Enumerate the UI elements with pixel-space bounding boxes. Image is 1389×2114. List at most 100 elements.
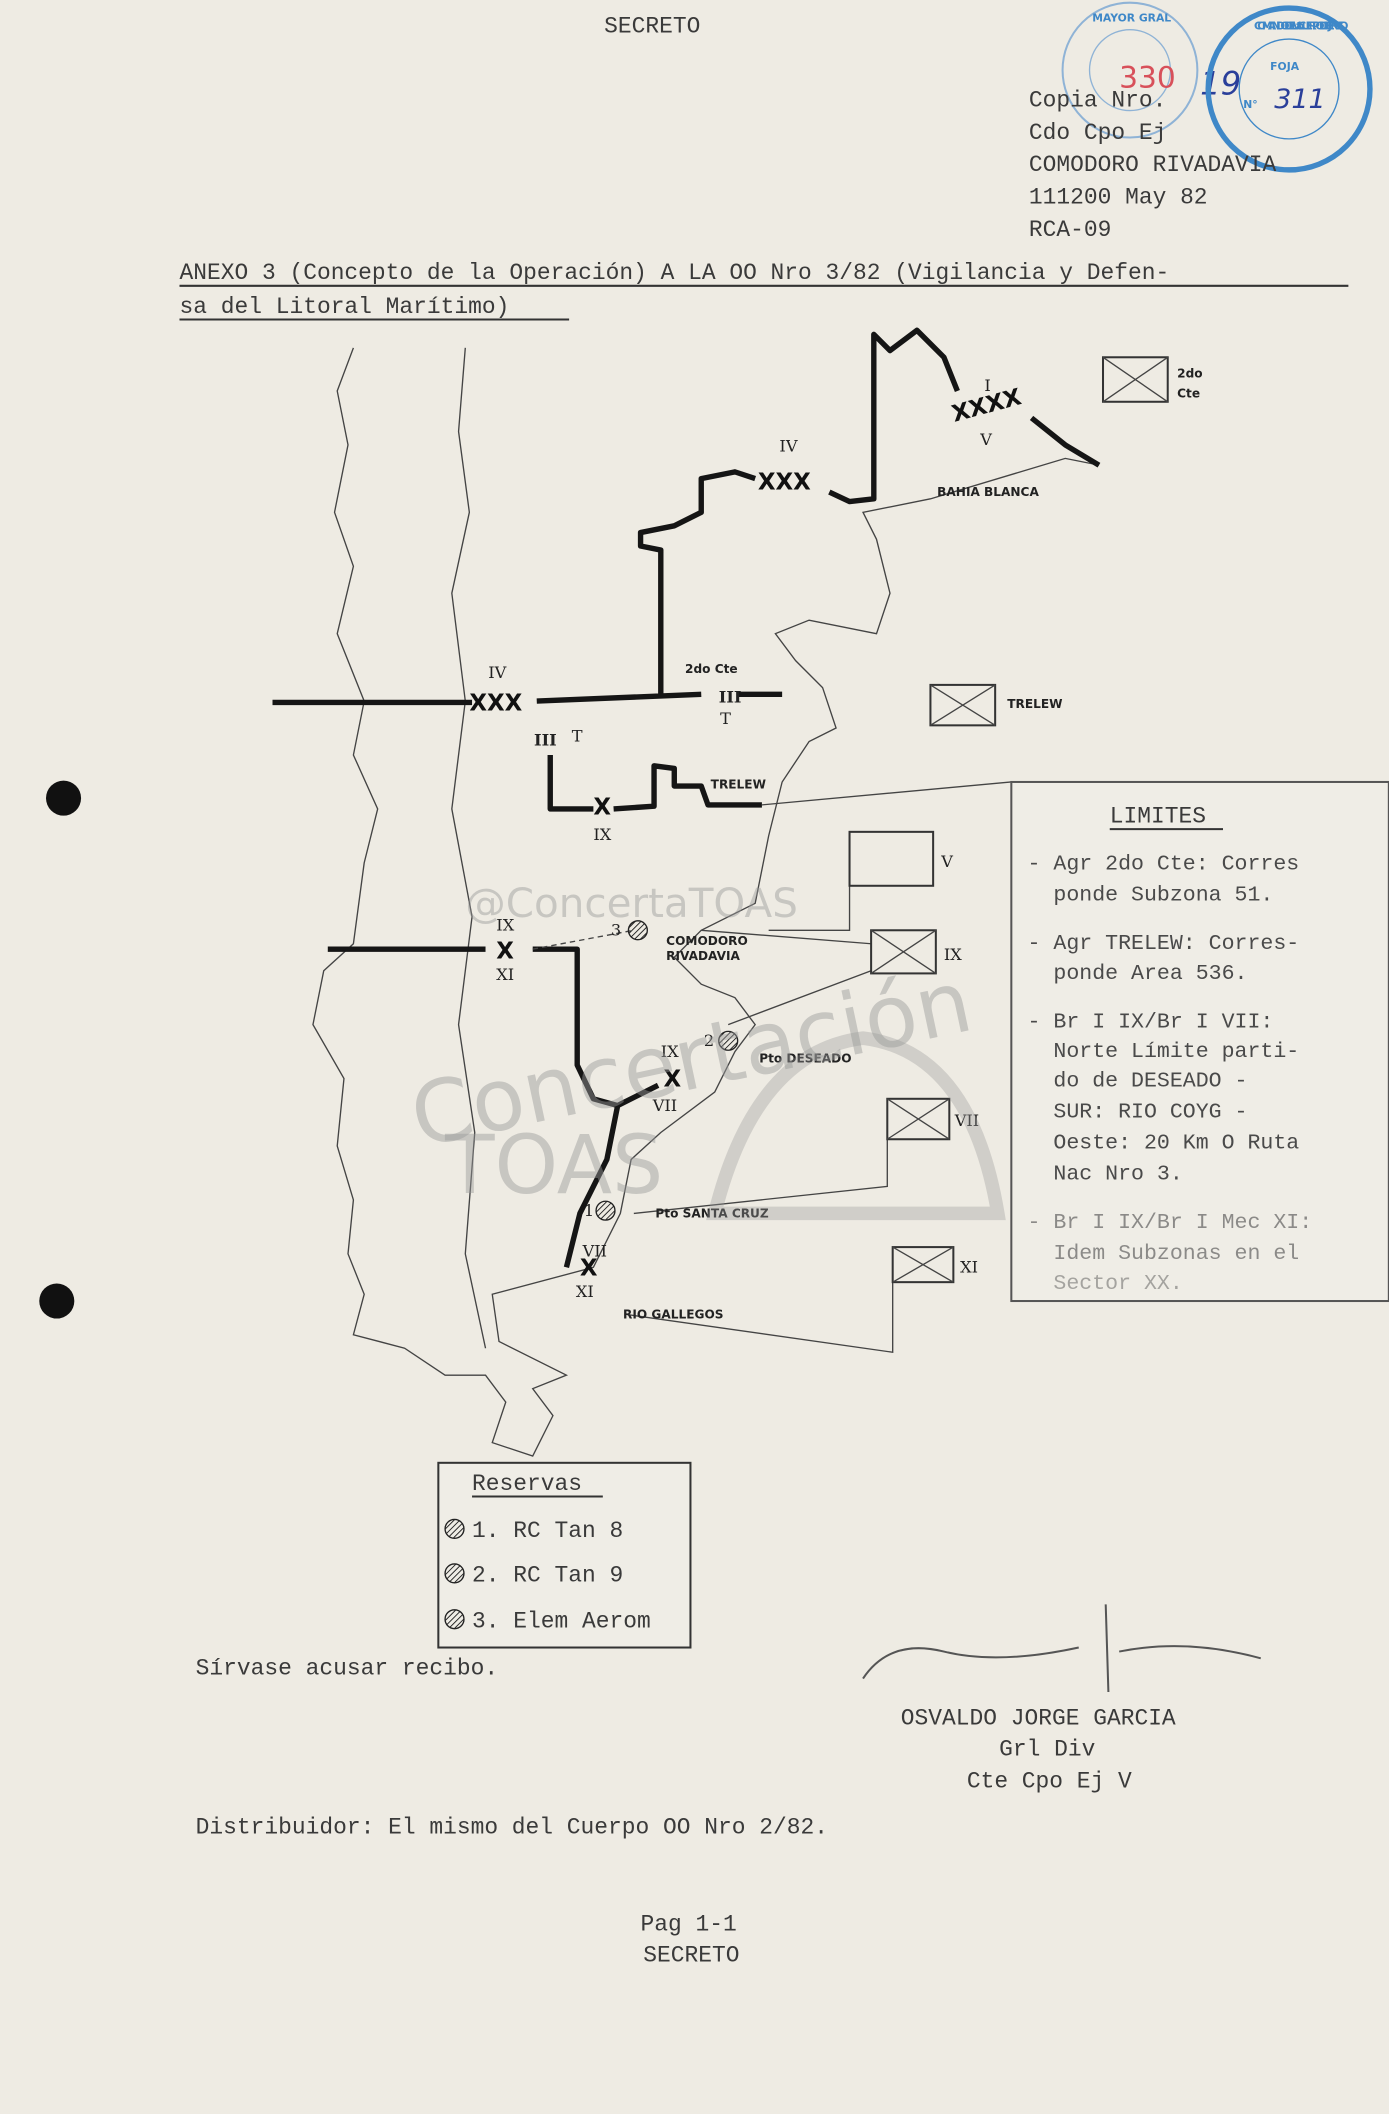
unit-box [848, 830, 935, 887]
watermark: @ConcertaTOAS Concertación TOAS [403, 879, 1006, 1221]
svg-text:2: 2 [704, 1031, 714, 1050]
svg-text:X: X [580, 1255, 598, 1281]
svg-text:ponde Subzona 51.: ponde Subzona 51. [1028, 884, 1274, 908]
svg-text:XXX: XXX [758, 469, 811, 495]
svg-text:RCA-09: RCA-09 [1029, 217, 1111, 243]
svg-text:T: T [720, 709, 731, 728]
svg-text:Copia Nro.: Copia Nro. [1029, 88, 1166, 114]
svg-text:2do: 2do [1177, 367, 1202, 381]
svg-text:@ConcertaTOAS: @ConcertaTOAS [465, 879, 798, 927]
page-number: Pag 1-1 [641, 1912, 737, 1938]
svg-text:MAYOR GRAL: MAYOR GRAL [1092, 12, 1171, 25]
distribution-text: Distribuidor: El mismo del Cuerpo OO Nro… [196, 1815, 828, 1841]
boundary-north [272, 327, 1101, 706]
copy-info: Copia Nro. Cdo Cpo Ej COMODORO RIVADAVIA… [1029, 88, 1277, 243]
svg-text:III: III [719, 687, 742, 706]
svg-text:IX: IX [496, 915, 514, 934]
svg-text:311: 311 [1274, 84, 1325, 115]
svg-text:Oeste: 20 Km O Ruta: Oeste: 20 Km O Ruta [1028, 1132, 1300, 1156]
svg-text:I: I [984, 376, 990, 395]
svg-text:III: III [534, 731, 557, 750]
svg-text:TRELEW: TRELEW [1007, 697, 1062, 711]
svg-text:V: V [979, 430, 992, 449]
unit-box [870, 929, 937, 975]
boundary-trelew [547, 755, 762, 812]
svg-text:IV: IV [488, 663, 506, 682]
svg-text:do de DESEADO -: do de DESEADO - [1028, 1070, 1248, 1094]
signature [862, 1604, 1262, 1693]
svg-text:TOAS: TOAS [444, 1119, 663, 1213]
svg-text:XI: XI [576, 1282, 594, 1301]
svg-text:COMODORO RIVADAVIA: COMODORO RIVADAVIA [1029, 152, 1277, 178]
svg-text:Norte Límite parti-: Norte Límite parti- [1028, 1040, 1300, 1064]
corps-stamp: COMANDO DEL Vto. CUERPO DE EJERCITO FOJA… [1205, 5, 1373, 173]
boundary-south [327, 946, 660, 1268]
signer-post: Cte Cpo Ej V [967, 1769, 1132, 1795]
svg-text:- Agr TRELEW: Corres-: - Agr TRELEW: Corres- [1028, 932, 1300, 956]
svg-text:- Br I IX/Br I VII:: - Br I IX/Br I VII: [1028, 1010, 1274, 1034]
svg-text:T: T [572, 727, 583, 746]
svg-text:ANEXO 3 (Concepto de la Operac: ANEXO 3 (Concepto de la Operación) A LA … [179, 260, 1169, 286]
svg-text:sa del Litoral Marítimo): sa del Litoral Marítimo) [179, 294, 509, 320]
reserve-marker-3 [627, 920, 648, 941]
svg-text:Sector XX.: Sector XX. [1028, 1272, 1183, 1296]
svg-text:COMODORO: COMODORO [666, 934, 748, 948]
limits-box: LIMITES - Agr 2do Cte: Corres ponde Subz… [1010, 780, 1389, 1303]
svg-text:X: X [593, 794, 611, 820]
svg-text:ponde Area 536.: ponde Area 536. [1028, 962, 1248, 986]
svg-text:Cdo Cpo Ej: Cdo Cpo Ej [1029, 120, 1166, 146]
signer-name: OSVALDO JORGE GARCIA [901, 1705, 1176, 1731]
svg-text:X: X [496, 939, 514, 965]
svg-text:3: 3 [611, 921, 621, 940]
svg-text:Pto SANTA CRUZ: Pto SANTA CRUZ [655, 1206, 769, 1220]
svg-text:111200 May 82: 111200 May 82 [1029, 185, 1208, 211]
patagonia-map: XXX XXX XXXX X X X X IV IV I V V IX IX X… [272, 327, 1203, 1457]
svg-text:VII: VII [652, 1096, 677, 1115]
svg-text:2do Cte: 2do Cte [685, 662, 738, 676]
reserves-box: Reservas 1. RC Tan 8 2. RC Tan 9 3. Elem… [437, 1461, 692, 1649]
unit-box [929, 683, 997, 727]
svg-text:RIO GALLEGOS: RIO GALLEGOS [623, 1308, 723, 1322]
svg-text:COMANDO DEL Vto. CUERPO DE EJE: COMANDO DEL Vto. CUERPO DE EJERCITO [1254, 20, 1348, 33]
svg-text:1: 1 [584, 1201, 594, 1220]
limits-title: LIMITES [1110, 803, 1206, 829]
annex-title: ANEXO 3 (Concepto de la Operación) A LA … [179, 260, 1349, 321]
svg-text:- Agr 2do Cte: Corres: - Agr 2do Cte: Corres [1028, 853, 1300, 877]
reserves-title: Reservas [472, 1471, 582, 1497]
stamp-number: 330 [1119, 60, 1176, 95]
svg-text:Nac Nro 3.: Nac Nro 3. [1028, 1163, 1183, 1187]
svg-text:3. Elem Aerom: 3. Elem Aerom [472, 1608, 651, 1634]
signer-rank: Grl Div [999, 1736, 1095, 1762]
classification-top: SECRETO [604, 13, 700, 39]
svg-text:Cte: Cte [1177, 387, 1200, 401]
svg-text:XXX: XXX [469, 691, 522, 717]
punch-hole [46, 780, 82, 816]
svg-text:2. RC Tan 9: 2. RC Tan 9 [472, 1562, 623, 1588]
svg-text:TRELEW: TRELEW [711, 778, 766, 792]
svg-text:X: X [663, 1067, 681, 1093]
acknowledge-text: Sírvase acusar recibo. [196, 1655, 498, 1681]
svg-text:IX: IX [661, 1042, 679, 1061]
punch-hole [39, 1283, 75, 1319]
unit-box [891, 1246, 955, 1284]
svg-text:FOJA: FOJA [1270, 60, 1300, 73]
svg-text:VII: VII [582, 1242, 607, 1261]
reserve-marker-1 [595, 1200, 616, 1221]
reserve-marker-2 [718, 1030, 739, 1051]
svg-text:IX: IX [944, 945, 962, 964]
svg-text:IV: IV [779, 437, 797, 456]
receipt-stamp: MAYOR GRAL 330 19 [1061, 1, 1241, 139]
svg-text:IX: IX [593, 825, 611, 844]
unit-box [1101, 356, 1169, 403]
svg-text:SUR: RIO COYG -: SUR: RIO COYG - [1028, 1101, 1248, 1125]
svg-text:BAHIA BLANCA: BAHIA BLANCA [937, 485, 1039, 499]
svg-text:XI: XI [960, 1258, 978, 1277]
svg-text:N°: N° [1243, 98, 1257, 111]
interior-border [451, 347, 487, 1349]
svg-text:1. RC Tan 8: 1. RC Tan 8 [472, 1518, 623, 1544]
svg-text:V: V [940, 852, 953, 871]
classification-bottom: SECRETO [643, 1943, 739, 1969]
svg-text:Pto DESEADO: Pto DESEADO [759, 1051, 851, 1065]
